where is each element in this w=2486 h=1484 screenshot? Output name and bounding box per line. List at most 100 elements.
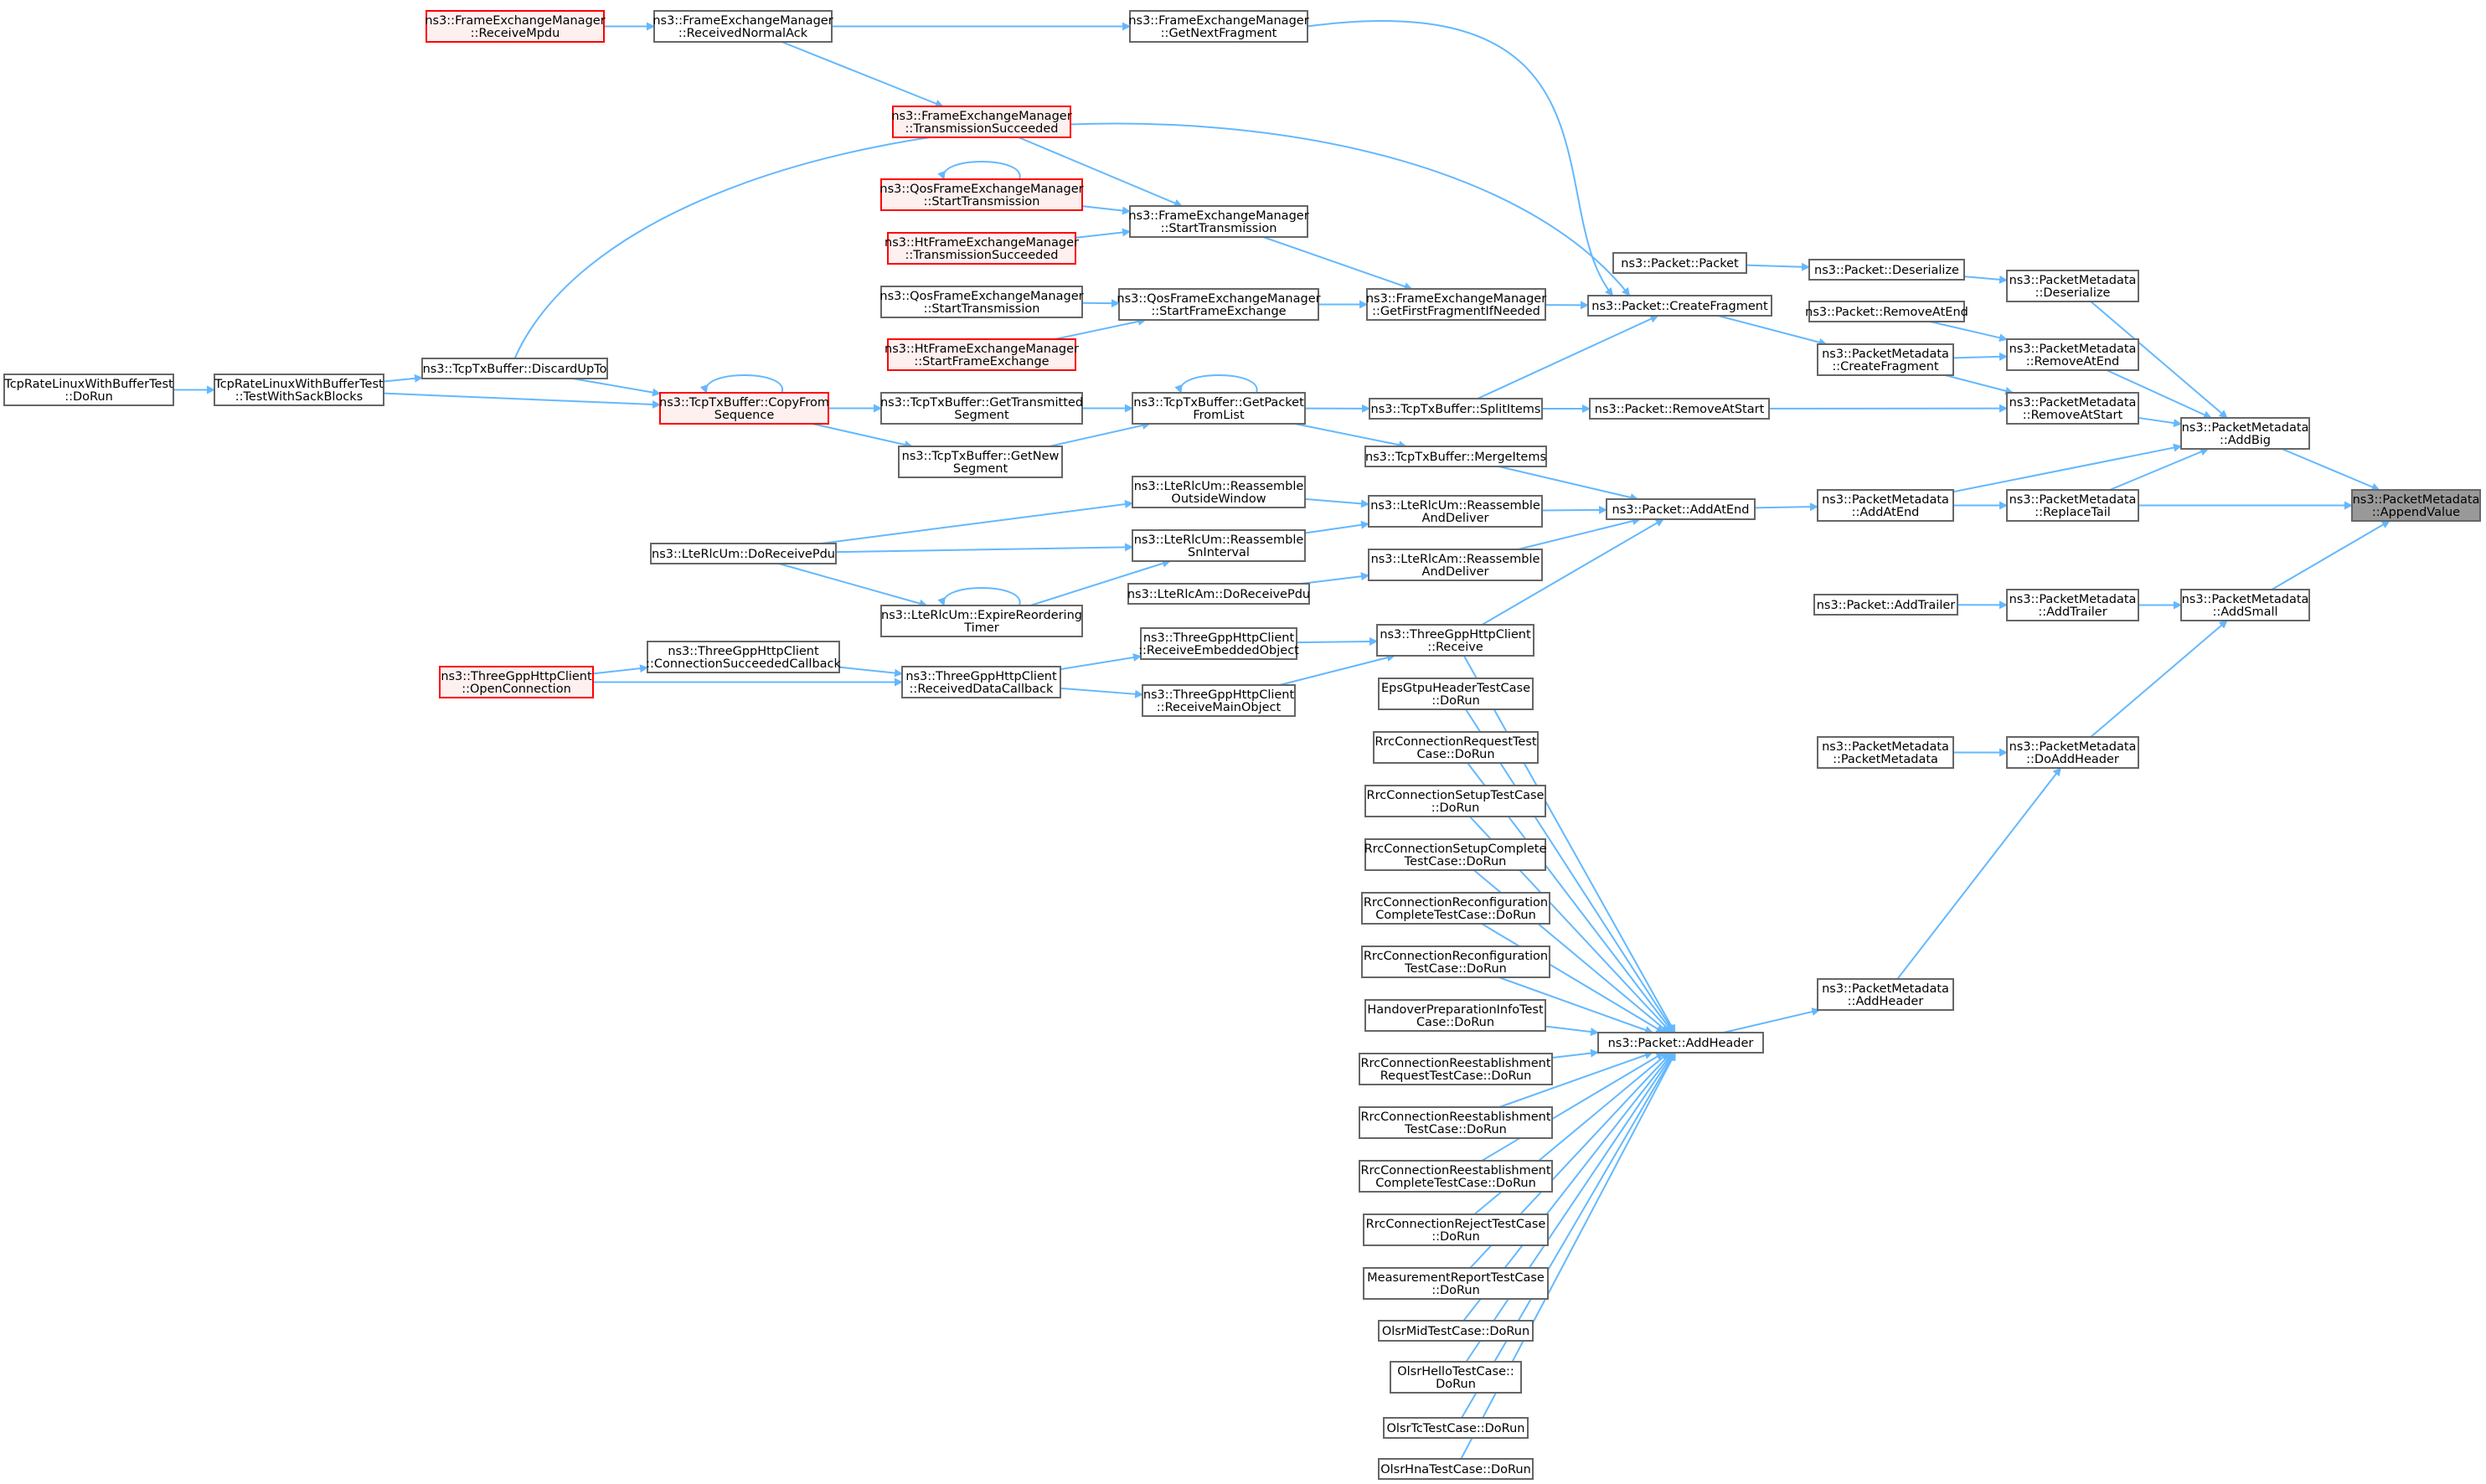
- node-tg_receive[interactable]: ns3::ThreeGppHttpClient::Receive: [1376, 624, 1534, 657]
- node-box[interactable]: [1132, 529, 1306, 562]
- node-box[interactable]: [1597, 1032, 1764, 1054]
- node-box[interactable]: [1368, 495, 1543, 528]
- node-tcp_split[interactable]: ns3::TcpTxBuffer::SplitItems: [1369, 398, 1543, 420]
- node-fem_getfirst[interactable]: ns3::FrameExchangeManager::GetFirstFragm…: [1366, 288, 1546, 321]
- node-rrc_recfg[interactable]: RrcConnectionReconfigurationTestCase::Do…: [1361, 946, 1550, 978]
- node-tg_recvmain[interactable]: ns3::ThreeGppHttpClient::ReceiveMainObje…: [1142, 684, 1296, 717]
- node-box[interactable]: [892, 106, 1071, 138]
- node-box[interactable]: [1359, 1160, 1553, 1193]
- node-box[interactable]: [2006, 489, 2139, 522]
- node-box[interactable]: [1376, 624, 1534, 657]
- node-box[interactable]: [1368, 549, 1543, 581]
- node-addsmall[interactable]: ns3::PacketMetadata::AddSmall: [2180, 589, 2310, 621]
- node-box[interactable]: [659, 392, 829, 425]
- node-box[interactable]: [880, 286, 1083, 318]
- node-box[interactable]: [1808, 259, 1965, 281]
- node-paddtrailer[interactable]: ns3::Packet::AddTrailer: [1813, 594, 1958, 616]
- node-box[interactable]: [1373, 731, 1539, 764]
- node-box[interactable]: [653, 10, 833, 43]
- node-box[interactable]: [1363, 1267, 1549, 1300]
- node-box[interactable]: [880, 605, 1083, 637]
- node-olsr_hna[interactable]: OlsrHnaTestCase::DoRun: [1378, 1458, 1534, 1480]
- node-box[interactable]: [1378, 1458, 1534, 1480]
- node-pmaddtrailer[interactable]: ns3::PacketMetadata::AddTrailer: [2006, 589, 2139, 621]
- node-fem_getnext[interactable]: ns3::FrameExchangeManager::GetNextFragme…: [1128, 10, 1309, 43]
- node-rrc_reest[interactable]: RrcConnectionReestablishmentTestCase::Do…: [1359, 1106, 1553, 1139]
- node-pmreptail[interactable]: ns3::PacketMetadata::ReplaceTail: [2006, 489, 2139, 522]
- node-premstart[interactable]: ns3::Packet::RemoveAtStart: [1589, 398, 1770, 420]
- node-box[interactable]: [1808, 301, 1965, 322]
- node-box[interactable]: [1363, 1213, 1549, 1246]
- node-box[interactable]: [1383, 1417, 1529, 1439]
- node-box[interactable]: [1127, 583, 1310, 605]
- node-rrc_reestreq[interactable]: RrcConnectionReestablishmentRequestTestC…: [1359, 1053, 1553, 1085]
- node-tcp_merge[interactable]: ns3::TcpTxBuffer::MergeItems: [1364, 446, 1547, 467]
- node-box[interactable]: [898, 446, 1063, 478]
- node-measrep[interactable]: MeasurementReportTestCase::DoRun: [1363, 1267, 1549, 1300]
- node-tg_openconn[interactable]: ns3::ThreeGppHttpClient::OpenConnection: [439, 666, 594, 698]
- node-fem_starttx[interactable]: ns3::FrameExchangeManager::StartTransmis…: [1128, 205, 1309, 238]
- node-olsr_mid[interactable]: OlsrMidTestCase::DoRun: [1378, 1320, 1534, 1342]
- node-box[interactable]: [1378, 678, 1534, 710]
- node-box[interactable]: [2351, 489, 2481, 522]
- node-box[interactable]: [1817, 736, 1954, 769]
- node-box[interactable]: [1132, 392, 1306, 425]
- node-box[interactable]: [1118, 288, 1319, 321]
- node-tg_connsucc[interactable]: ns3::ThreeGppHttpClient::ConnectionSucce…: [646, 641, 842, 673]
- node-rrc_setupc[interactable]: RrcConnectionSetupCompleteTestCase::DoRu…: [1364, 838, 1547, 871]
- node-box[interactable]: [1813, 594, 1958, 616]
- node-box[interactable]: [1359, 1106, 1553, 1139]
- node-box[interactable]: [1364, 838, 1546, 871]
- node-box[interactable]: [1817, 489, 1954, 522]
- node-pmaddatend[interactable]: ns3::PacketMetadata::AddAtEnd: [1817, 489, 1954, 522]
- node-qos_starttx_r[interactable]: ns3::QosFrameExchangeManager::StartTrans…: [879, 178, 1084, 211]
- node-box[interactable]: [1364, 999, 1546, 1032]
- node-box[interactable]: [1129, 10, 1308, 43]
- node-tg_recvemb[interactable]: ns3::ThreeGppHttpClient::ReceiveEmbedded…: [1138, 627, 1299, 660]
- node-box[interactable]: [880, 392, 1083, 425]
- node-tcp_discard[interactable]: ns3::TcpTxBuffer::DiscardUpTo: [421, 358, 608, 379]
- node-box[interactable]: [1142, 684, 1296, 717]
- node-pmremstart[interactable]: ns3::PacketMetadata::RemoveAtStart: [2006, 392, 2139, 425]
- node-box[interactable]: [2180, 589, 2310, 621]
- node-box[interactable]: [2180, 417, 2310, 450]
- node-fem_recvack[interactable]: ns3::FrameExchangeManager::ReceivedNorma…: [652, 10, 833, 43]
- node-box[interactable]: [3, 374, 174, 406]
- node-box[interactable]: [1606, 498, 1756, 520]
- node-box[interactable]: [1140, 627, 1297, 660]
- node-box[interactable]: [2006, 589, 2139, 621]
- node-olsr_tc[interactable]: OlsrTcTestCase::DoRun: [1383, 1417, 1529, 1439]
- node-box[interactable]: [421, 358, 608, 379]
- node-rrc_reestc[interactable]: RrcConnectionReestablishmentCompleteTest…: [1359, 1160, 1553, 1193]
- node-box[interactable]: [1366, 288, 1546, 321]
- node-pmdeser[interactable]: ns3::PacketMetadata::Deserialize: [2006, 270, 2139, 302]
- node-ppacket[interactable]: ns3::Packet::Packet: [1612, 252, 1747, 274]
- node-box[interactable]: [2006, 392, 2139, 425]
- node-box[interactable]: [1359, 1053, 1553, 1085]
- node-box[interactable]: [214, 374, 384, 406]
- node-tcprate_sack[interactable]: TcpRateLinuxWithBufferTest::TestWithSack…: [214, 374, 384, 406]
- node-box[interactable]: [1369, 398, 1543, 420]
- node-lteum_recv[interactable]: ns3::LteRlcUm::DoReceivePdu: [650, 543, 837, 564]
- node-box[interactable]: [1378, 1320, 1534, 1342]
- node-rrc_setup[interactable]: RrcConnectionSetupTestCase::DoRun: [1364, 785, 1546, 817]
- node-box[interactable]: [1390, 1361, 1522, 1394]
- node-paddheader[interactable]: ns3::Packet::AddHeader: [1597, 1032, 1764, 1054]
- node-box[interactable]: [1589, 398, 1770, 420]
- node-ht_startfe[interactable]: ns3::HtFrameExchangeManager::StartFrameE…: [885, 338, 1079, 371]
- node-eps[interactable]: EpsGtpuHeaderTestCase::DoRun: [1378, 678, 1534, 710]
- node-pmaddheader[interactable]: ns3::PacketMetadata::AddHeader: [1817, 978, 1954, 1011]
- node-addbig[interactable]: ns3::PacketMetadata::AddBig: [2180, 417, 2310, 450]
- node-premend[interactable]: ns3::Packet::RemoveAtEnd: [1805, 301, 1968, 322]
- node-box[interactable]: [880, 178, 1083, 211]
- node-box[interactable]: [647, 641, 840, 673]
- node-append[interactable]: ns3::PacketMetadata::AppendValue: [2351, 489, 2481, 522]
